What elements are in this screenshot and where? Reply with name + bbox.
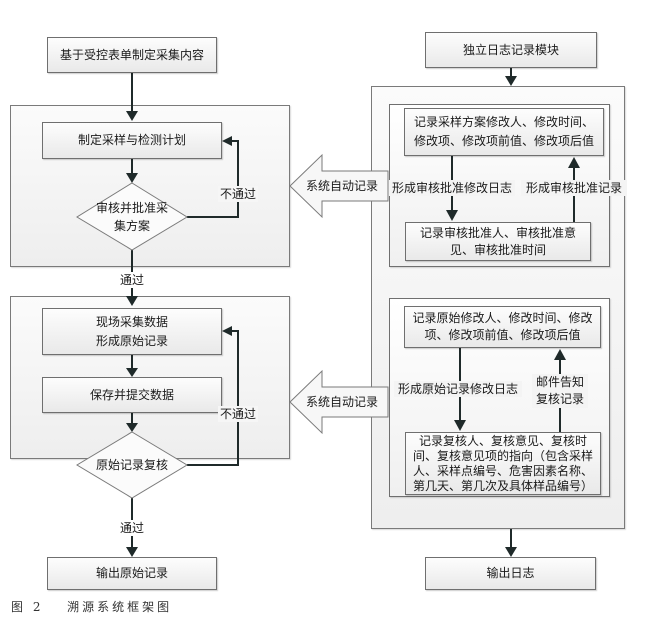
review-decision-label: 原始记录复核 bbox=[95, 458, 168, 472]
g1-bottom-line-1: 记录审核批准人、审核批准意 bbox=[419, 225, 576, 240]
collect-box-line-1: 现场采集数据 bbox=[95, 314, 168, 329]
g1-bottom-box: 记录审核批准人、审核批准意 见、审核批准时间 bbox=[405, 222, 591, 261]
output-records-box: 输出原始记录 bbox=[47, 557, 217, 590]
g2-bottom-line-3: 人、采样点编号、危害因素名称、 bbox=[412, 463, 593, 478]
g2-bottom-line-2: 间、复核意见项的指向（包含采样 bbox=[412, 448, 593, 463]
g2-down-label: 形成原始记录修改日志 bbox=[394, 381, 522, 397]
arrow-reject-loop-1 bbox=[187, 140, 239, 218]
output-log-box: 输出日志 bbox=[425, 557, 596, 590]
output-log-label: 输出日志 bbox=[486, 566, 535, 580]
g2-bottom-line-1: 记录复核人、复核意见、复核时 bbox=[418, 433, 587, 448]
log-module-label: 独立日志记录模块 bbox=[462, 42, 559, 57]
g2-up-label: 邮件告知 复核记录 bbox=[532, 374, 588, 408]
approve-decision-label: 审核并批准采 集方案 bbox=[82, 199, 182, 235]
arrow-reject-loop-2 bbox=[187, 330, 239, 466]
decision-diamond-review bbox=[76, 431, 188, 499]
g1-up-label: 形成审核批准记录 bbox=[521, 180, 627, 196]
g2-bottom-line-4: 第几天、第几次及具体样品编号） bbox=[412, 478, 593, 493]
decision-diamond-approve bbox=[76, 182, 188, 251]
g2-top-line-1: 记录原始修改人、修改时间、修改 bbox=[412, 311, 593, 325]
save-box-label: 保存并提交数据 bbox=[89, 387, 174, 402]
plan-box: 制定采样与检测计划 bbox=[42, 122, 222, 159]
g2-up-label-line-1: 邮件告知 bbox=[535, 375, 584, 389]
arrow-head-plan bbox=[126, 111, 138, 121]
g1-top-line-1: 记录采样方案修改人、修改时间、 bbox=[413, 115, 594, 129]
reject-label-2: 不通过 bbox=[218, 406, 258, 422]
figure-number: 图 2 bbox=[11, 600, 44, 614]
g1-down-label: 形成审核批准修改日志 bbox=[389, 180, 515, 196]
figure-caption: 图 2 溯源系统框架图 bbox=[11, 598, 172, 615]
save-box: 保存并提交数据 bbox=[42, 377, 222, 413]
collect-box-line-2: 形成原始记录 bbox=[95, 333, 168, 348]
g2-top-line-2: 项、修改项前值、修改项后值 bbox=[424, 328, 581, 342]
g1-top-box: 记录采样方案修改人、修改时间、 修改项、修改项前值、修改项后值 bbox=[404, 108, 604, 156]
pass-label-1: 通过 bbox=[116, 272, 148, 288]
pass-label-2: 通过 bbox=[116, 520, 148, 536]
block-arrow-auto-record-1 bbox=[289, 153, 389, 219]
log-module-box: 独立日志记录模块 bbox=[425, 32, 597, 68]
start-box-label: 基于受控表单制定采集内容 bbox=[59, 47, 204, 62]
reject-label-1: 不通过 bbox=[218, 186, 258, 202]
approve-decision-line-1: 审核并批准采 bbox=[95, 201, 168, 215]
start-box: 基于受控表单制定采集内容 bbox=[47, 37, 217, 73]
approve-decision-line-2: 集方案 bbox=[113, 219, 150, 233]
figure-title: 溯源系统框架图 bbox=[67, 600, 173, 614]
g2-up-label-line-2: 复核记录 bbox=[535, 392, 584, 406]
auto-record-label-2: 系统自动记录 bbox=[305, 395, 378, 409]
plan-box-label: 制定采样与检测计划 bbox=[77, 133, 186, 147]
output-records-label: 输出原始记录 bbox=[95, 566, 168, 580]
auto-record-label-1: 系统自动记录 bbox=[305, 179, 378, 193]
g2-bottom-box: 记录复核人、复核意见、复核时 间、复核意见项的指向（包含采样 人、采样点编号、危… bbox=[405, 432, 601, 495]
g1-top-line-2: 修改项、修改项前值、修改项后值 bbox=[413, 134, 594, 148]
collect-box: 现场采集数据 形成原始记录 bbox=[42, 308, 222, 355]
block-arrow-auto-record-2 bbox=[289, 369, 389, 435]
g2-top-box: 记录原始修改人、修改时间、修改 项、修改项前值、修改项后值 bbox=[404, 306, 601, 348]
g1-bottom-line-2: 见、审核批准时间 bbox=[449, 242, 546, 257]
